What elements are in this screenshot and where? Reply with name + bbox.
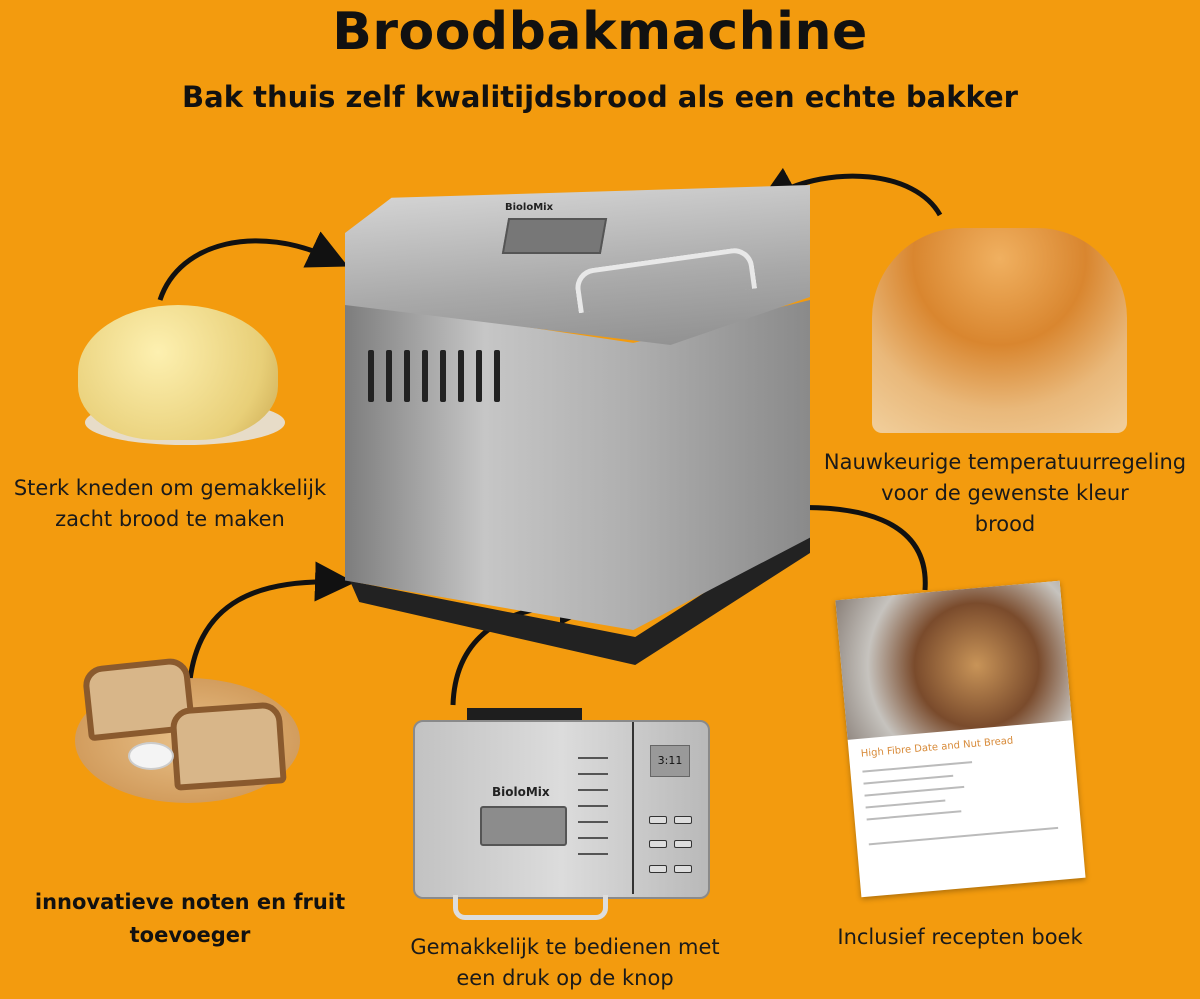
dough-ball-image (78, 305, 278, 440)
panel-button (649, 865, 667, 873)
page-title: Broodbakmachine (332, 2, 868, 62)
caption-line: zacht brood te maken (55, 507, 285, 531)
panel-button (649, 840, 667, 848)
program-list (578, 821, 608, 823)
feature-recipes-caption: Inclusief recepten boek (800, 922, 1120, 953)
panel-window (480, 806, 567, 846)
arrow-dispenser (187, 561, 355, 681)
raisin-bowl-image (128, 742, 174, 770)
machine-brand-logo: BioloMix (505, 202, 554, 213)
vent-slot (368, 350, 374, 402)
caption-line: Gemakkelijk te bedienen met (410, 935, 720, 959)
recipe-text-line (862, 761, 973, 773)
arrow-kneading (157, 231, 349, 301)
panel-brand-logo: BioloMix (492, 785, 550, 799)
vent-slot (476, 350, 482, 402)
feature-temperature-caption: Nauwkeurige temperatuurregeling voor de … (810, 447, 1200, 540)
caption-line: een druk op de knop (456, 966, 674, 990)
recipe-text-line (865, 799, 946, 809)
vent-slot (404, 350, 410, 402)
panel-divider (632, 722, 634, 894)
recipe-photo (835, 580, 1072, 740)
program-list (578, 837, 608, 839)
panel-button (674, 840, 692, 848)
caption-line: innovatieve noten en fruit (34, 890, 346, 914)
program-list (578, 773, 608, 775)
bread-slice-image (169, 701, 287, 791)
panel-button (674, 816, 692, 824)
caption-line: brood (974, 512, 1036, 536)
feature-controls-caption: Gemakkelijk te bedienen met een druk op … (380, 932, 750, 994)
program-list (578, 853, 608, 855)
lcd-display: 3:11 (650, 745, 690, 777)
recipe-text-line (868, 826, 1059, 846)
vent-slot (440, 350, 446, 402)
recipe-text-line (863, 774, 954, 785)
panel-button (674, 865, 692, 873)
program-list (578, 789, 608, 791)
vent-slot (422, 350, 428, 402)
program-list (578, 805, 608, 807)
feature-kneading-caption: Sterk kneden om gemakkelijk zacht brood … (0, 473, 340, 535)
bread-loaf-image (872, 228, 1127, 433)
vent-slot (494, 350, 500, 402)
page-subtitle: Bak thuis zelf kwalitijdsbrood als een e… (182, 80, 1018, 114)
caption-line: toevoeger (129, 923, 251, 947)
recipe-title: High Fibre Date and Nut Bread (860, 735, 1014, 760)
feature-dispenser-caption: innovatieve noten en fruit toevoeger (0, 886, 380, 952)
caption-line: Nauwkeurige temperatuurregeling (823, 450, 1187, 474)
vent-slot (386, 350, 392, 402)
caption-line: Inclusief recepten boek (837, 925, 1083, 949)
caption-line: Sterk kneden om gemakkelijk (13, 476, 327, 500)
panel-handle (453, 895, 608, 920)
panel-button (649, 816, 667, 824)
caption-line: voor de gewenste kleur (881, 481, 1129, 505)
machine-window (501, 218, 608, 254)
recipe-text-line (866, 810, 962, 821)
vent-slot (458, 350, 464, 402)
program-list (578, 757, 608, 759)
recipe-text-line (864, 785, 965, 797)
recipe-book-image: High Fibre Date and Nut Bread (835, 580, 1086, 898)
